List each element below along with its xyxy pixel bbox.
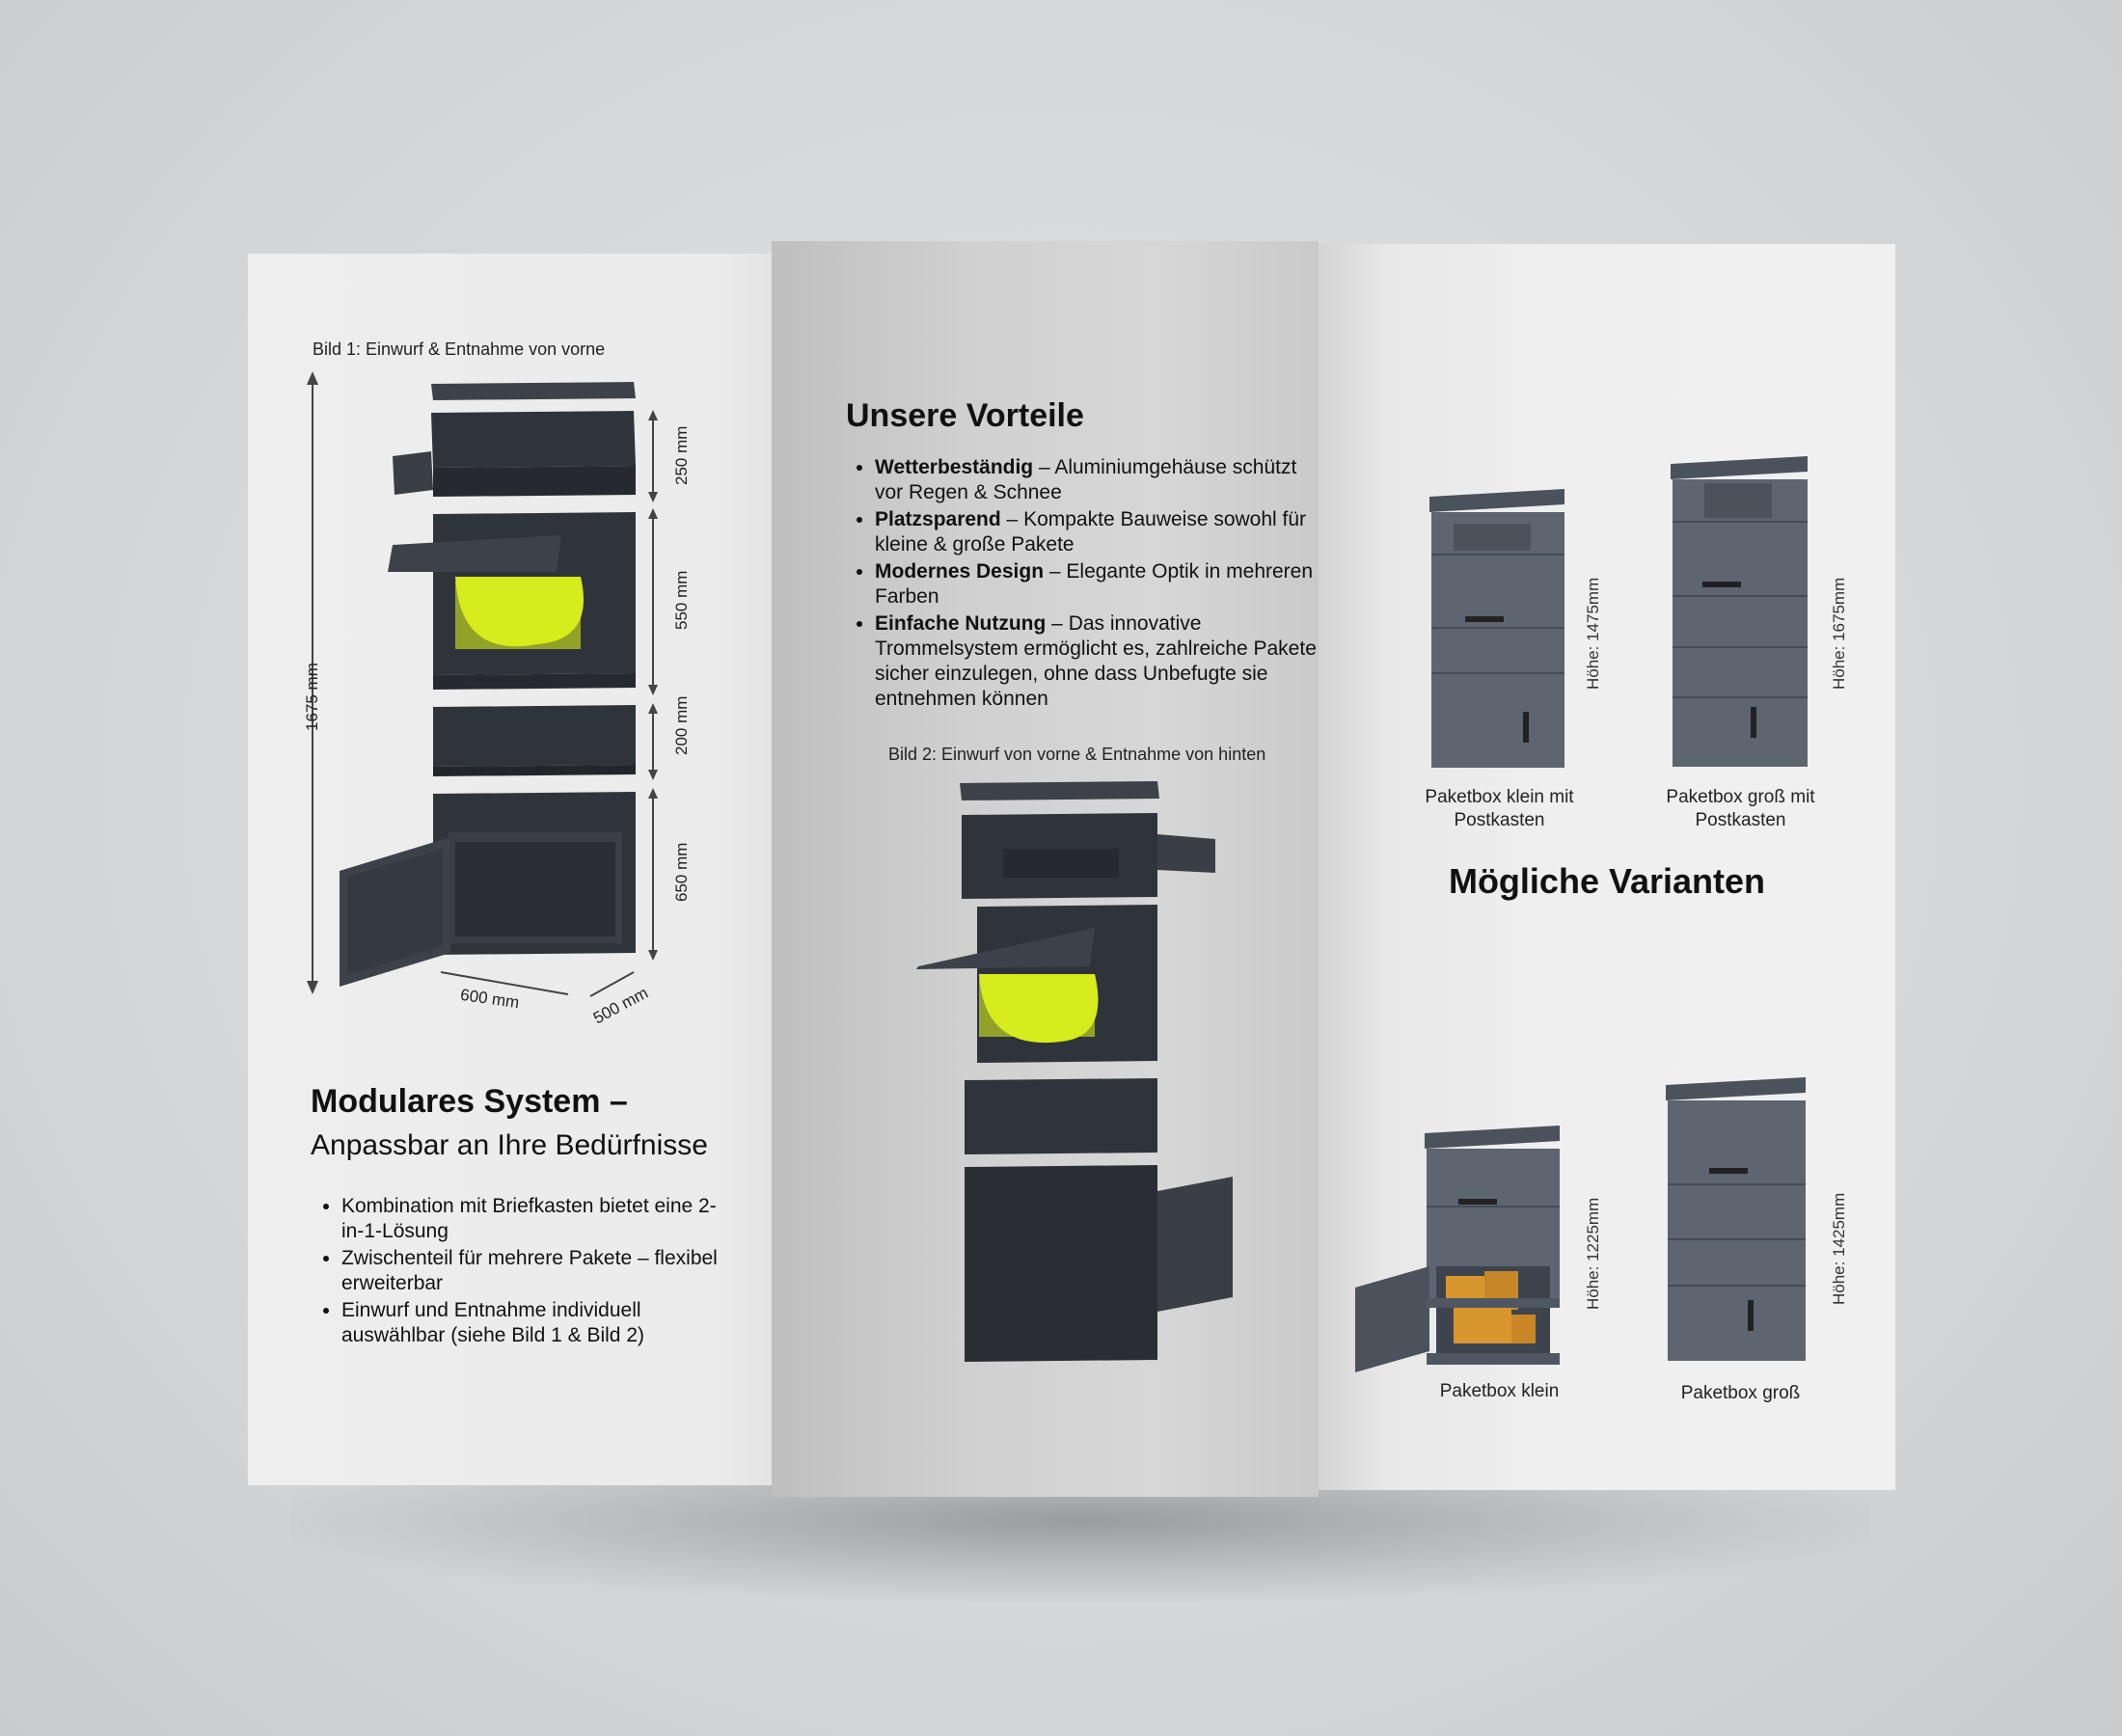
advantage-text: – Das innovative Trommelsystem ermöglich… [875, 612, 1317, 710]
dimension-middle-module: 200 mm [672, 695, 691, 755]
brochure-panel-right: Höhe: 1475mm Höhe: 1675mm Höhe: 1225mm H… [1319, 244, 1895, 1490]
brochure-shadow [289, 1485, 1871, 1601]
variant-2-height: Höhe: 1675mm [1830, 577, 1848, 690]
figure-2-caption: Bild 2: Einwurf von vorne & Entnahme von… [888, 745, 1266, 764]
advantage-text: – Aluminiumgehäuse schützt vor Regen & S… [875, 456, 1297, 503]
modular-box-illustration-1 [307, 371, 658, 997]
advantage-title: Modernes Design [875, 560, 1045, 583]
brochure-panel-middle: Unsere Vorteile Wetterbeständig – Alumin… [772, 241, 1319, 1497]
dimension-total-height: 1675 mm [303, 663, 321, 731]
modular-system-subheading: Anpassbar an Ihre Bedürfnisse [311, 1129, 708, 1161]
advantages-list: Wetterbeständig – Aluminiumgehäuse schüt… [846, 455, 1319, 714]
modular-features-list: Kombination mit Briefkasten bietet eine … [313, 1194, 727, 1350]
advantage-text: – Kompakte Bauweise sowohl für kleine & … [875, 508, 1307, 556]
figure-1-caption: Bild 1: Einwurf & Entnahme von vorne [313, 339, 606, 359]
advantage-title: Wetterbeständig [875, 456, 1034, 478]
dimension-drum-module: 550 mm [672, 570, 691, 630]
variant-3-label: Paketbox klein [1439, 1381, 1560, 1401]
advantage-title: Platzsparend [875, 508, 1001, 530]
list-item: Zwischenteil für mehrere Pakete – flexib… [341, 1246, 727, 1296]
dimension-bottom-module: 650 mm [672, 842, 691, 902]
list-item: Einfache Nutzung – Das innovative Tromme… [875, 611, 1319, 712]
advantage-text: – Elegante Optik in mehreren Farben [875, 560, 1314, 608]
variant-4-height: Höhe: 1425mm [1830, 1192, 1848, 1305]
list-item: Wetterbeständig – Aluminiumgehäuse schüt… [875, 455, 1319, 505]
variant-illustrations [1355, 456, 1808, 1372]
variant-1-height: Höhe: 1475mm [1584, 577, 1602, 690]
variant-2-label: Paketbox groß mit Postkasten [1666, 787, 1815, 830]
dimension-top-module: 250 mm [672, 425, 691, 485]
modular-system-heading: Modulares System – [311, 1083, 628, 1120]
variants-heading: Mögliche Varianten [1448, 861, 1766, 901]
list-item: Platzsparend – Kompakte Bauweise sowohl … [875, 507, 1319, 557]
brochure-panel-left: Bild 1: Einwurf & Entnahme von vorne [248, 254, 772, 1485]
advantages-heading: Unsere Vorteile [846, 397, 1084, 434]
list-item: Kombination mit Briefkasten bietet eine … [341, 1194, 727, 1244]
modular-box-illustration-2 [916, 781, 1233, 1362]
variant-3-height: Höhe: 1225mm [1584, 1197, 1602, 1310]
variant-1-label: Paketbox klein mit Postkasten [1425, 787, 1574, 830]
advantage-title: Einfache Nutzung [875, 612, 1047, 635]
list-item: Einwurf und Entnahme individuell auswähl… [341, 1298, 727, 1348]
list-item: Modernes Design – Elegante Optik in mehr… [875, 559, 1319, 610]
variant-4-label: Paketbox groß [1680, 1383, 1801, 1403]
